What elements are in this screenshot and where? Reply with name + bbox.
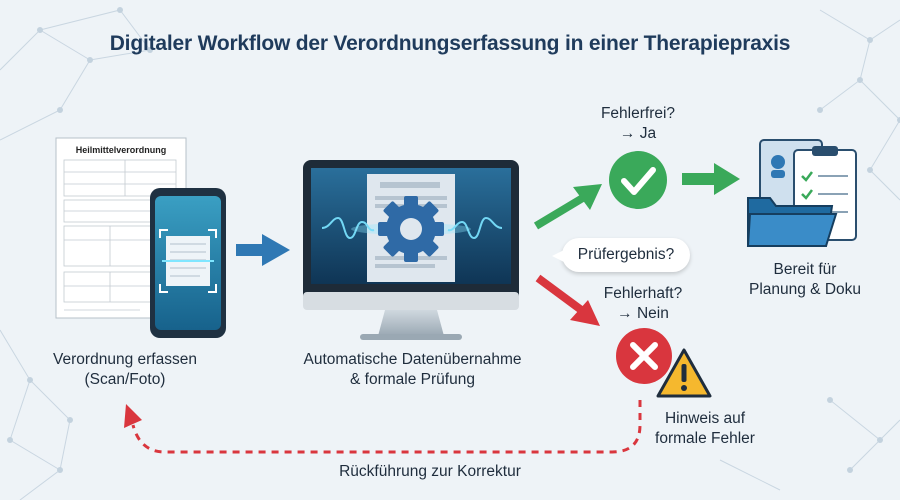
arrow-to-processing xyxy=(236,234,290,266)
arrow-to-ok xyxy=(533,184,602,230)
processing-label-line1: Automatische Datenübernahme xyxy=(303,351,522,368)
error-note-line1: Hinweis auf xyxy=(664,410,746,427)
processing-label-line2: & formale Prüfung xyxy=(350,371,475,388)
error-question: Fehlerhaft? → Nein xyxy=(583,284,703,324)
error-question-line1: Fehlerhaft? xyxy=(603,285,683,302)
capture-label-line2: (Scan/Foto) xyxy=(84,371,166,388)
error-note-line2: formale Fehler xyxy=(655,430,755,447)
gear-icon xyxy=(378,196,444,262)
arrow-to-error xyxy=(535,274,600,326)
cross-icon xyxy=(616,328,672,384)
ready-label: Bereit für Planung & Doku xyxy=(735,260,875,300)
arrow-to-ready xyxy=(682,163,740,195)
error-note-label: Hinweis auf formale Fehler xyxy=(640,409,770,449)
warning-icon xyxy=(656,348,712,398)
ready-label-line2: Planung & Doku xyxy=(748,281,862,298)
result-bubble: Prüfergebnis? xyxy=(552,238,690,272)
page-title: Digitaler Workflow der Verordnungserfass… xyxy=(109,32,791,55)
ok-question: Fehlerfrei? → Ja xyxy=(583,104,693,144)
document-heading: Heilmittelverordnung xyxy=(76,145,167,155)
phone-scan-icon xyxy=(150,188,226,338)
processing-label: Automatische Datenübernahme & formale Pr… xyxy=(290,350,535,390)
capture-label: Verordnung erfassen (Scan/Foto) xyxy=(40,350,210,390)
folder-docs-icon xyxy=(746,139,857,247)
error-question-line2: → Nein xyxy=(617,305,669,322)
ready-label-line1: Bereit für xyxy=(773,261,837,278)
check-icon xyxy=(609,151,667,209)
ok-question-line1: Fehlerfrei? xyxy=(600,105,676,122)
ok-question-line2: → Ja xyxy=(619,125,657,142)
capture-label-line1: Verordnung erfassen xyxy=(53,351,197,368)
feedback-arrow xyxy=(124,400,642,454)
feedback-label: Rückführung zur Korrektur xyxy=(339,463,521,480)
